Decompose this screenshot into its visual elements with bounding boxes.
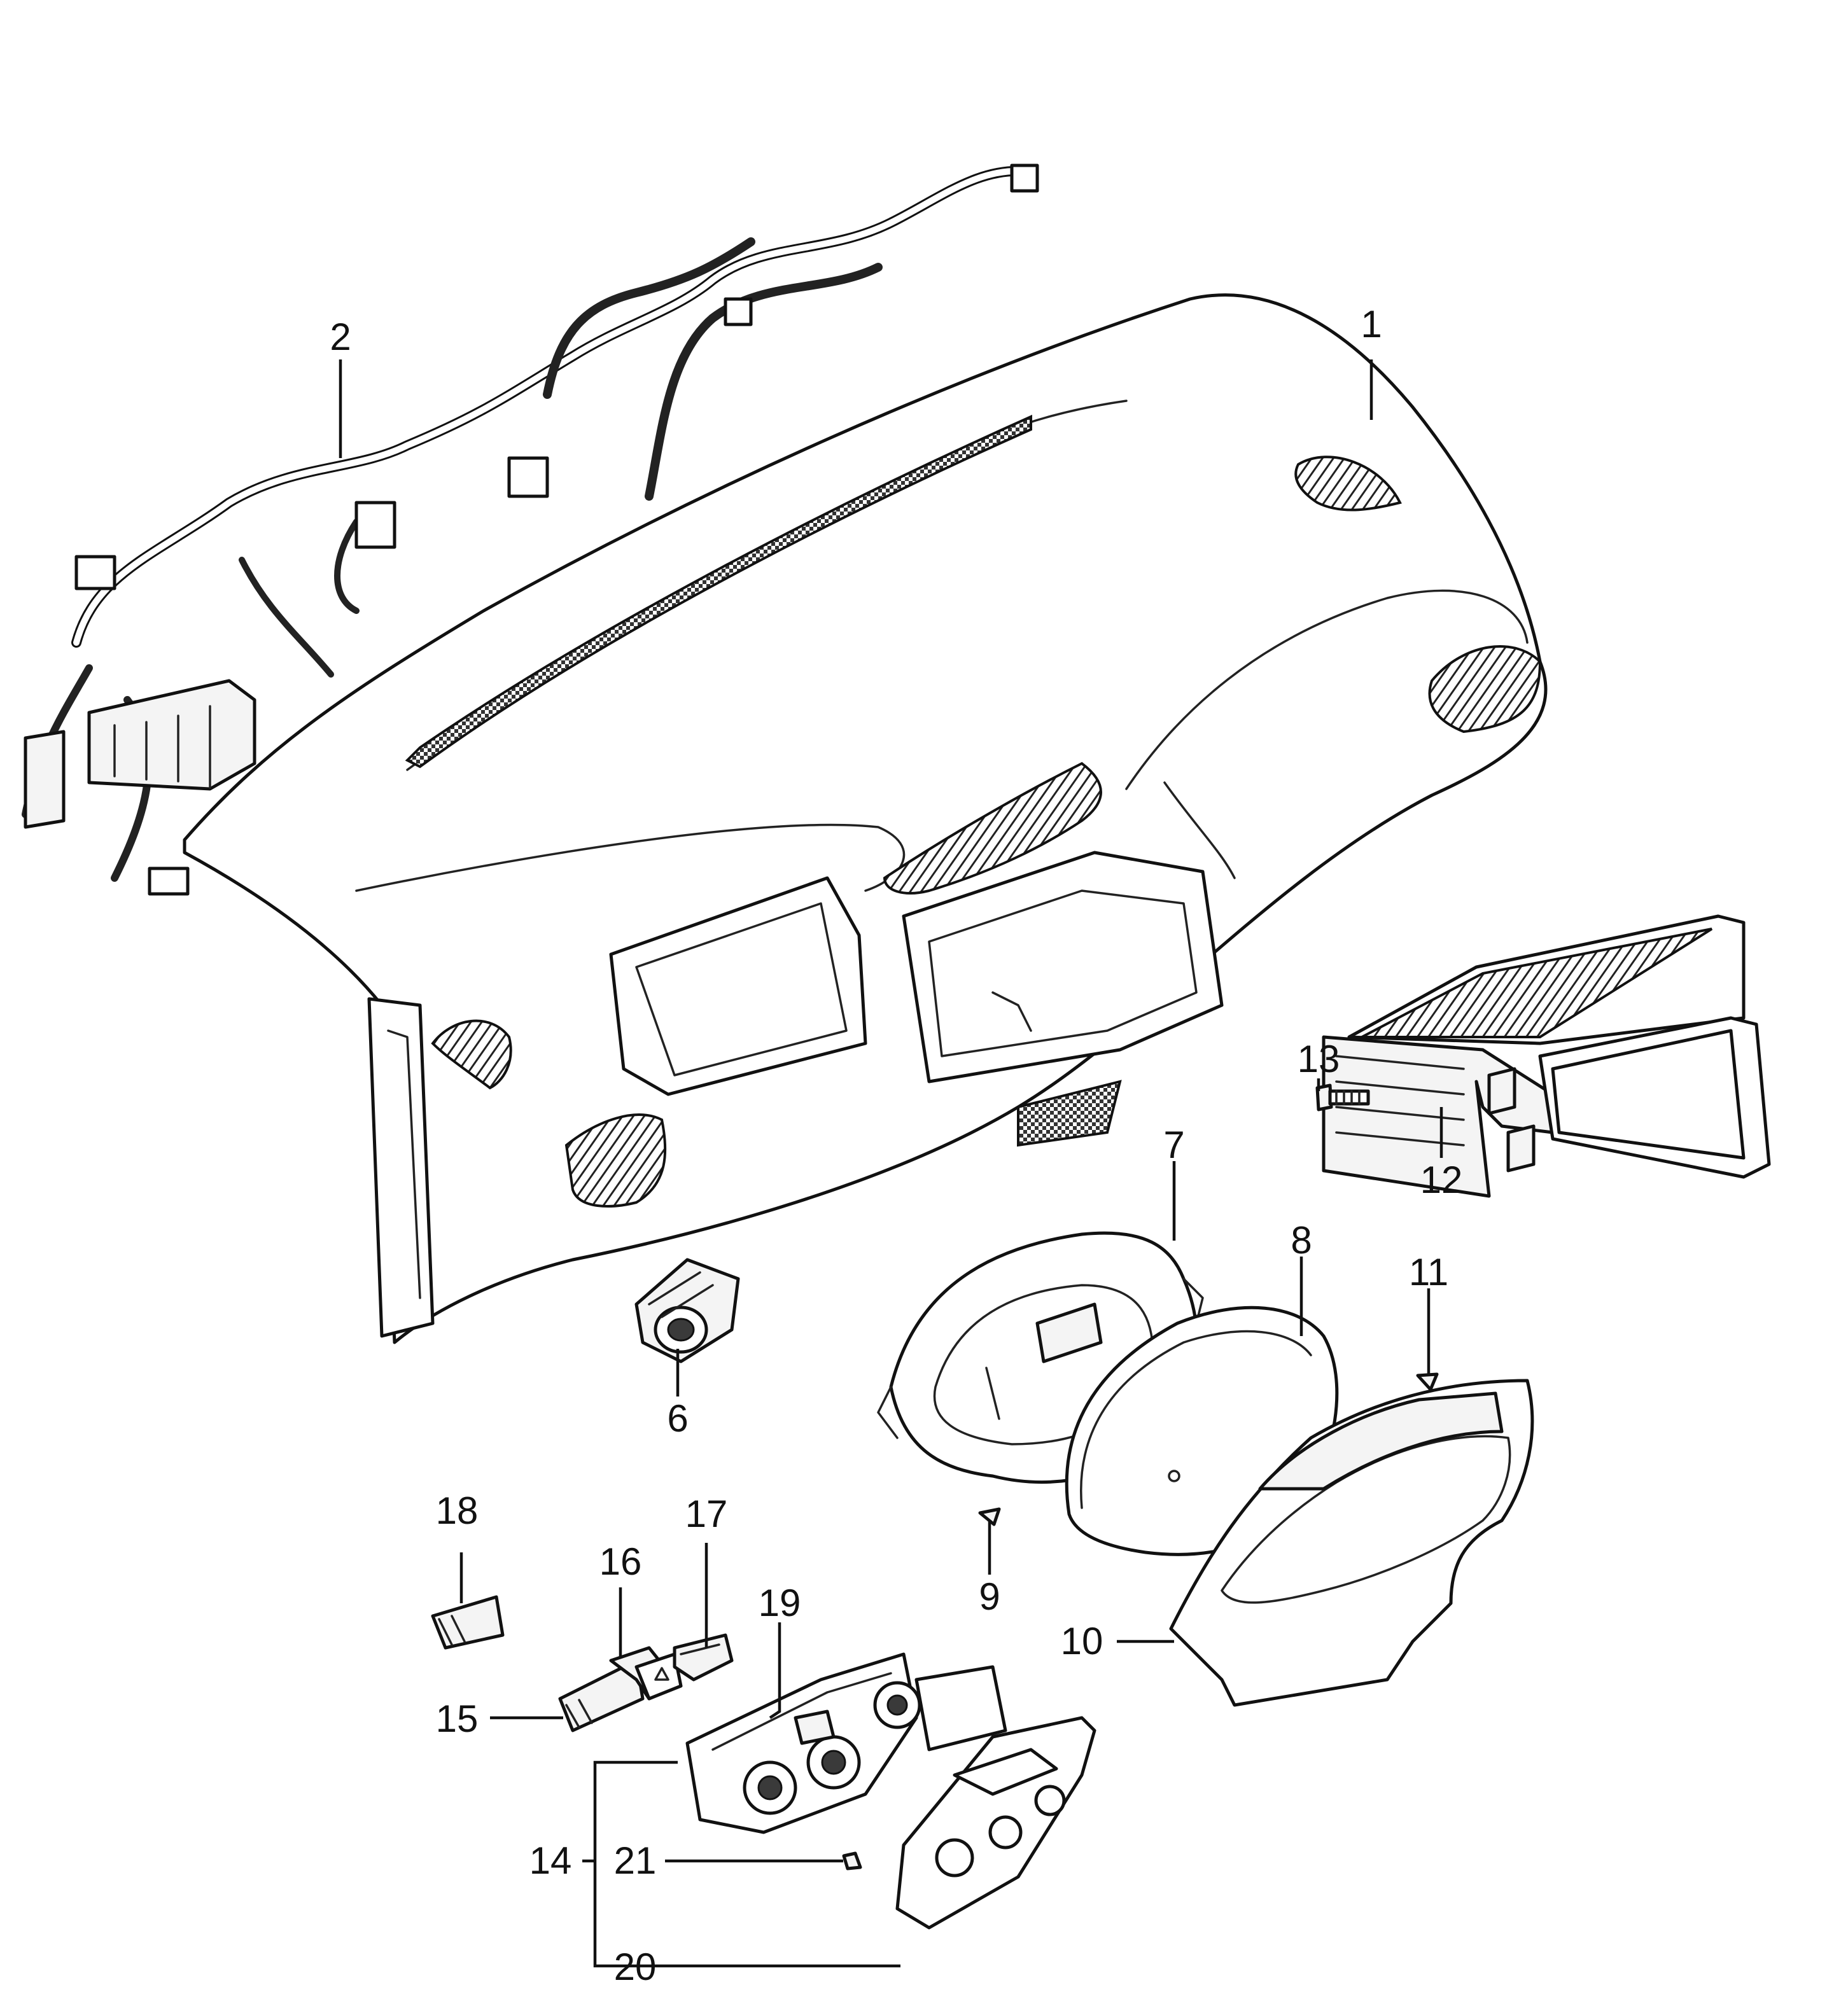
fuse-block <box>87 679 256 791</box>
callout-12: 12 <box>1420 1159 1463 1201</box>
part-18-switch <box>431 1595 505 1650</box>
connector-icon <box>24 730 66 829</box>
part-17-switch <box>673 1633 734 1682</box>
defrost-grille <box>405 414 1032 769</box>
callout-15: 15 <box>436 1697 479 1740</box>
hazard-switch-icon <box>634 1652 683 1701</box>
callout-8: 8 <box>1291 1219 1312 1262</box>
part-1-instrument-panel <box>183 293 1548 1344</box>
display-screen <box>1035 1302 1103 1363</box>
callout-2: 2 <box>330 316 351 358</box>
bezel-opening-icon <box>988 1815 1023 1849</box>
callout-21: 21 <box>614 1839 657 1882</box>
part-20-climate-bezel <box>895 1665 1096 1930</box>
connector-icon <box>148 867 190 896</box>
part-13-bolt <box>1315 1083 1370 1111</box>
connector-icon <box>724 297 753 326</box>
vent-icon <box>564 1113 667 1208</box>
part-12-radio-display <box>1322 914 1771 1198</box>
part-6-headlamp-switch <box>634 1258 740 1363</box>
vent-icon <box>1294 456 1402 512</box>
leader-lines <box>339 359 1443 1968</box>
part-15-16-17-switch-bank <box>558 1633 734 1732</box>
callout-16: 16 <box>599 1540 642 1583</box>
vent-icon <box>883 762 1102 895</box>
touchscreen <box>1551 1029 1746 1160</box>
callout-19: 19 <box>759 1582 801 1624</box>
callout-17: 17 <box>685 1493 728 1535</box>
connector-icon <box>1010 164 1039 193</box>
callout-14: 14 <box>529 1839 572 1882</box>
callout-20: 20 <box>614 1946 657 1988</box>
bracket-icon <box>1487 1067 1516 1115</box>
callout-9: 9 <box>979 1575 1000 1618</box>
bracket-icon <box>1506 1124 1536 1173</box>
callout-7: 7 <box>1163 1124 1184 1166</box>
callout-labels: 1 2 6 7 8 9 10 11 12 13 14 15 16 17 18 1… <box>330 303 1462 1988</box>
bezel-opening-icon <box>935 1838 974 1877</box>
part-9-clip <box>978 1507 1001 1526</box>
connector-icon <box>74 555 116 590</box>
callout-13: 13 <box>1298 1038 1340 1080</box>
part-19-climate-control <box>685 1652 921 1834</box>
callout-1: 1 <box>1361 303 1382 345</box>
lower-grille <box>1017 1080 1122 1147</box>
part-11-screw <box>1416 1372 1439 1391</box>
part-21-clip <box>842 1851 862 1870</box>
part-10-cluster-bezel <box>1169 1379 1534 1707</box>
bezel-opening-icon <box>1034 1785 1066 1816</box>
callout-11: 11 <box>1409 1251 1448 1293</box>
connector-icon <box>354 501 396 549</box>
callout-6: 6 <box>667 1397 688 1440</box>
part-15-switch <box>558 1659 645 1732</box>
part-2-wiring-harness <box>22 164 1039 896</box>
callout-18: 18 <box>436 1489 479 1532</box>
callout-10: 10 <box>1061 1620 1103 1662</box>
vent-icon <box>431 1019 512 1090</box>
connector-icon <box>507 456 549 498</box>
button-icon <box>794 1710 836 1745</box>
vent-icon <box>1428 645 1542 734</box>
